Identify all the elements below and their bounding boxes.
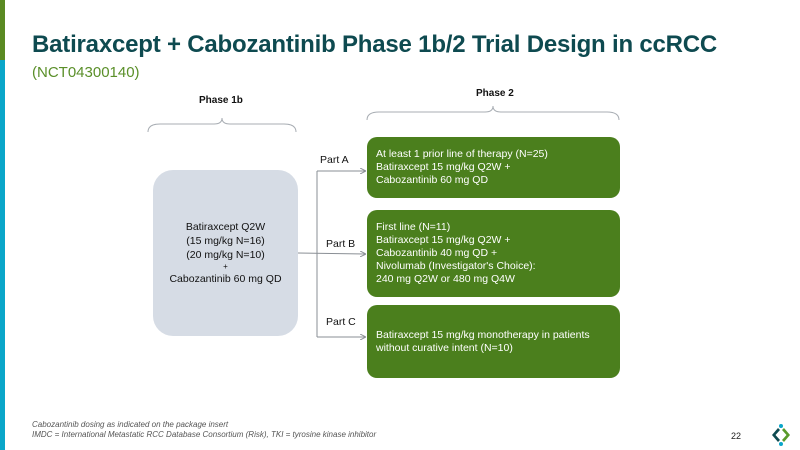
part-c-line: Batiraxcept 15 mg/kg monotherapy in pati… bbox=[376, 328, 590, 341]
company-logo-icon bbox=[772, 424, 790, 446]
phase-1b-box: Batiraxcept Q2W (15 mg/kg N=16) (20 mg/k… bbox=[153, 170, 298, 336]
phase-1b-line: (20 mg/kg N=10) bbox=[186, 249, 265, 261]
phase-1b-line: (15 mg/kg N=16) bbox=[186, 235, 265, 247]
phase-1b-line: + bbox=[223, 262, 228, 271]
page-number: 22 bbox=[731, 431, 742, 441]
part-b-label: Part B bbox=[326, 238, 356, 250]
part-a-box: At least 1 prior line of therapy (N=25) … bbox=[367, 137, 620, 198]
part-b-box: First line (N=11) Batiraxcept 15 mg/kg Q… bbox=[367, 210, 620, 297]
phase-1b-line: Cabozantinib 60 mg QD bbox=[169, 273, 282, 285]
phase-2-brace bbox=[366, 105, 620, 121]
phase-2-label: Phase 2 bbox=[476, 88, 514, 99]
part-a-line: Batiraxcept 15 mg/kg Q2W + bbox=[376, 161, 511, 173]
phase-1b-brace bbox=[147, 117, 297, 133]
part-a-label: Part A bbox=[320, 154, 349, 166]
part-b-line: First line (N=11) bbox=[376, 221, 451, 233]
part-b-line: Batiraxcept 15 mg/kg Q2W + bbox=[376, 234, 511, 246]
part-b-line: Nivolumab (Investigator's Choice): bbox=[376, 260, 536, 272]
part-c-line: without curative intent (N=10) bbox=[376, 341, 513, 354]
accent-bar-green bbox=[0, 0, 5, 60]
phase-1b-line: Batiraxcept Q2W bbox=[185, 221, 266, 233]
phase-1b-label: Phase 1b bbox=[199, 95, 243, 106]
slide-subtitle: (NCT04300140) bbox=[32, 64, 140, 81]
slide-title: Batiraxcept + Cabozantinib Phase 1b/2 Tr… bbox=[32, 31, 718, 58]
footnote-line: Cabozantinib dosing as indicated on the … bbox=[32, 420, 229, 429]
accent-bar-teal bbox=[0, 60, 5, 450]
part-a-line: At least 1 prior line of therapy (N=25) bbox=[376, 148, 548, 160]
part-c-box: Batiraxcept 15 mg/kg monotherapy in pati… bbox=[367, 305, 620, 378]
part-b-line: Cabozantinib 40 mg QD + bbox=[376, 247, 498, 259]
footnotes: Cabozantinib dosing as indicated on the … bbox=[32, 420, 376, 440]
part-b-line: 240 mg Q2W or 480 mg Q4W bbox=[376, 273, 515, 285]
part-c-label: Part C bbox=[326, 316, 356, 328]
part-a-line: Cabozantinib 60 mg QD bbox=[376, 174, 489, 186]
footnote-line: IMDC = International Metastatic RCC Data… bbox=[32, 430, 377, 439]
